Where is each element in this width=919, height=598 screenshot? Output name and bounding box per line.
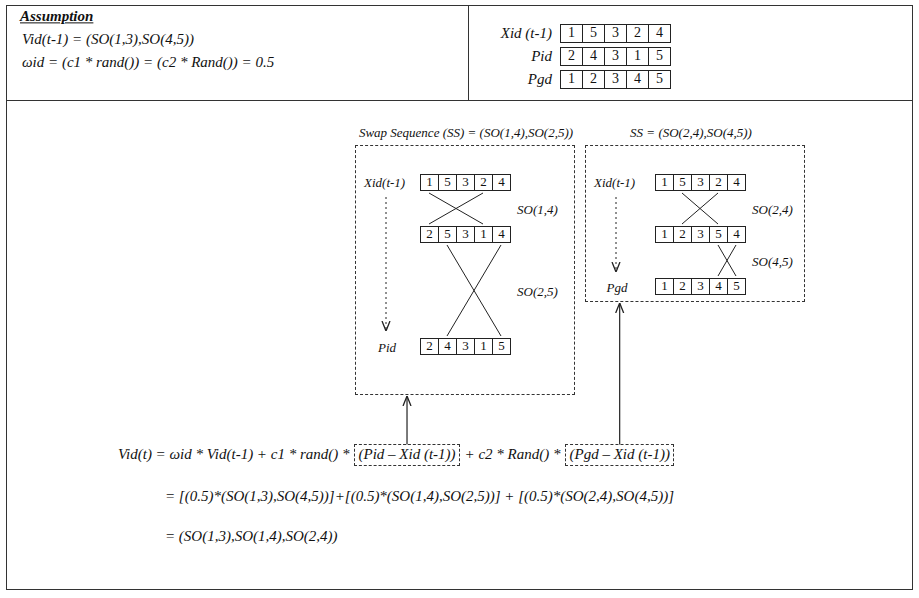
array-cell: 3	[456, 338, 475, 355]
swap-operation-label: SO(1,4)	[517, 202, 558, 217]
swap-sequence-box: Swap Sequence (SS) = (SO(1,4),SO(2,5))Xi…	[355, 145, 575, 395]
swap-sequence-box: SS = (SO(2,4),SO(4,5))Xid(t-1)SO(2,4)SO(…	[585, 145, 805, 302]
array-label: Pgd	[528, 71, 552, 88]
array-cell: 1	[420, 174, 439, 191]
swap-heading: Swap Sequence (SS) = (SO(1,4),SO(2,5))	[359, 126, 573, 141]
array-cell: 2	[673, 278, 692, 295]
array-cell: 3	[604, 24, 627, 43]
formula-text: + c2 * Rand() *	[465, 446, 561, 463]
array-cell: 2	[582, 70, 605, 89]
array-cell: 5	[727, 278, 746, 295]
array-cell: 4	[492, 226, 511, 243]
arrow-connector	[619, 303, 620, 444]
array-cell: 1	[560, 70, 583, 89]
array-cell: 1	[474, 338, 493, 355]
row-label: Xid(t-1)	[594, 176, 635, 191]
highlight-box: (Pgd – Xid (t-1))	[565, 444, 673, 465]
array-label: Xid (t-1)	[501, 25, 552, 42]
section-divider	[7, 100, 913, 101]
array-cell: 4	[582, 47, 605, 66]
array-cell: 2	[673, 226, 692, 243]
array-cell: 3	[604, 70, 627, 89]
array-cell: 2	[709, 174, 728, 191]
array-label: Pid	[531, 48, 552, 65]
array-cell: 5	[673, 174, 692, 191]
array-cell: 2	[420, 226, 439, 243]
array-cell: 4	[727, 226, 746, 243]
array-cell: 5	[648, 70, 671, 89]
section-heading: Assumption	[20, 8, 93, 25]
array-cell: 2	[560, 47, 583, 66]
swap-line	[429, 193, 483, 224]
array-cell: 2	[626, 24, 649, 43]
array-cell: 5	[492, 338, 511, 355]
array-cell: 4	[438, 338, 457, 355]
array-cell: 3	[456, 174, 475, 191]
swap-cross-lines	[429, 193, 736, 336]
dotted-arrow	[386, 197, 387, 331]
array-cell: 3	[456, 226, 475, 243]
array-cell: 1	[655, 278, 674, 295]
swap-line	[718, 245, 736, 276]
swap-line	[718, 245, 736, 276]
swap-line	[447, 245, 501, 336]
array-cell: 3	[691, 226, 710, 243]
array-cell: 4	[727, 174, 746, 191]
swap-operation-label: SO(2,4)	[752, 202, 793, 217]
row-label: Pgd	[607, 280, 628, 295]
swap-heading: SS = (SO(2,4),SO(4,5))	[630, 126, 752, 141]
array-cell: 1	[655, 174, 674, 191]
swap-line	[447, 245, 501, 336]
swap-operation-label: SO(4,5)	[752, 254, 793, 269]
array-cell: 4	[626, 70, 649, 89]
array-cell: 5	[582, 24, 605, 43]
assumption-text: Vid(t-1) = (SO(1,3),SO(4,5))	[22, 31, 194, 48]
array-cell: 4	[709, 278, 728, 295]
outer-frame	[7, 6, 913, 590]
row-label: Xid(t-1)	[364, 176, 405, 191]
array-cell: 1	[655, 226, 674, 243]
array-cell: 2	[420, 338, 439, 355]
array-cell: 5	[709, 226, 728, 243]
array-cell: 1	[626, 47, 649, 66]
highlight-box: (Pid – Xid (t-1))	[354, 444, 459, 465]
formula-text: = (SO(1,3),SO(1,4),SO(2,4))	[165, 528, 338, 545]
array-cell: 1	[474, 226, 493, 243]
swap-line	[682, 193, 718, 224]
formula-term: (Pid – Xid (t-1))	[358, 446, 455, 463]
array-cell: 5	[438, 174, 457, 191]
assumption-text: ωid = (c1 * rand()) = (c2 * Rand()) = 0.…	[22, 54, 274, 71]
array-cell: 5	[438, 226, 457, 243]
swap-line	[429, 193, 483, 224]
swap-line	[682, 193, 718, 224]
section-divider	[468, 6, 469, 101]
array-cell: 3	[691, 174, 710, 191]
arrow-connector	[406, 396, 407, 444]
formula-text: = [(0.5)*(SO(1,3),SO(4,5))]+[(0.5)*(SO(1…	[165, 488, 674, 505]
array-cell: 2	[474, 174, 493, 191]
formula-text: Vid(t) = ωid * Vid(t-1) + c1 * rand() *	[118, 446, 349, 463]
array-cell: 5	[648, 47, 671, 66]
array-cell: 4	[648, 24, 671, 43]
array-cell: 3	[691, 278, 710, 295]
swap-operation-label: SO(2,5)	[517, 284, 558, 299]
array-cell: 3	[604, 47, 627, 66]
formula-term: (Pgd – Xid (t-1))	[569, 446, 669, 463]
array-cell: 1	[560, 24, 583, 43]
dotted-arrow	[616, 197, 617, 272]
array-cell: 4	[492, 174, 511, 191]
row-label: Pid	[378, 340, 396, 355]
